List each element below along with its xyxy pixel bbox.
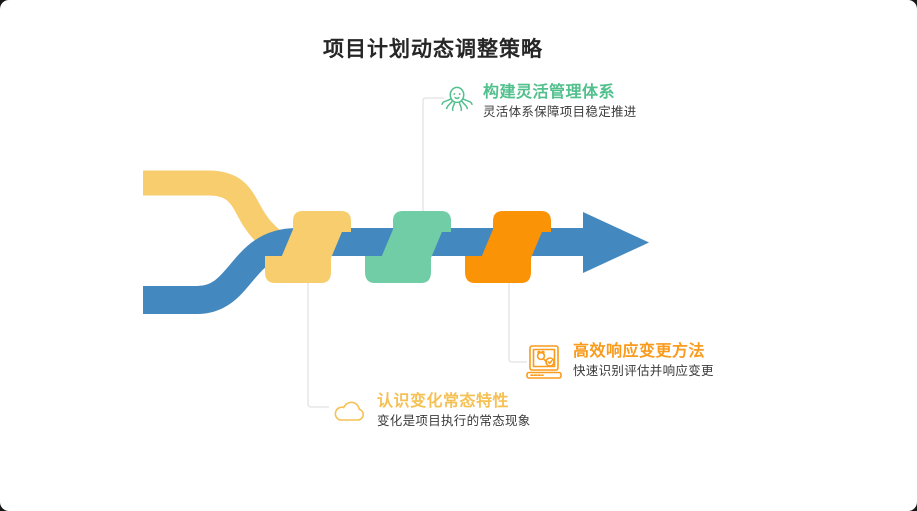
ribbon-wrap-yellow	[265, 211, 351, 283]
cloud-icon	[334, 401, 365, 421]
arrowhead	[583, 212, 649, 273]
callout-subtitle: 灵活体系保障项目稳定推进	[483, 105, 637, 119]
callout-text: 高效响应变更方法 快速识别评估并响应变更	[573, 343, 714, 378]
callout-subtitle: 快速识别评估并响应变更	[573, 364, 714, 378]
callout-respond-to-change: 高效响应变更方法 快速识别评估并响应变更	[524, 343, 714, 380]
callout-subtitle: 变化是项目执行的常态现象	[377, 414, 531, 428]
callout-title: 构建灵活管理体系	[483, 84, 616, 101]
connector-top	[422, 97, 444, 214]
ribbon-wrap-orange	[465, 211, 551, 283]
callout-title: 认识变化常态特性	[377, 393, 510, 410]
blue-arrow-shaft	[143, 228, 588, 314]
ribbon-wrap-teal	[365, 211, 451, 283]
connector-bottom-right	[508, 282, 527, 363]
callout-text: 认识变化常态特性 变化是项目执行的常态现象	[377, 393, 531, 428]
connector-bottom-left	[307, 281, 329, 408]
drawing-monitor-icon	[526, 345, 562, 379]
callout-flexible-system: 构建灵活管理体系 灵活体系保障项目稳定推进	[440, 84, 637, 119]
callout-title: 高效响应变更方法	[573, 343, 706, 360]
octopus-icon	[441, 86, 473, 112]
callout-change-is-normal: 认识变化常态特性 变化是项目执行的常态现象	[330, 393, 531, 428]
page-title: 项目计划动态调整策略	[323, 38, 543, 61]
callout-text: 构建灵活管理体系 灵活体系保障项目稳定推进	[483, 84, 637, 119]
